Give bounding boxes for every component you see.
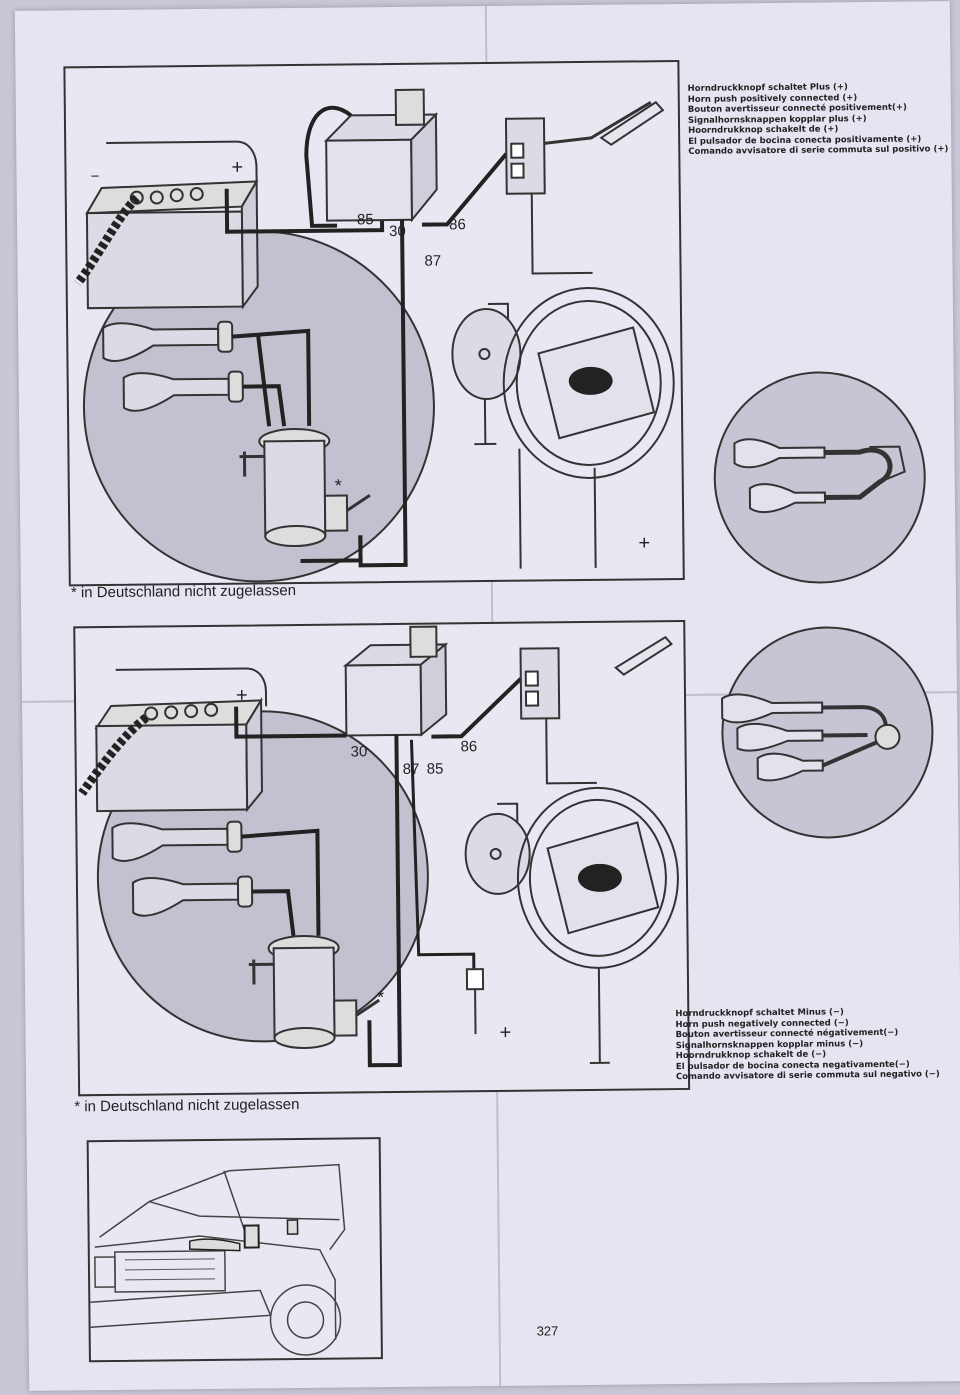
legend-negative-line: Comando avvisatore di serie commuta sul … (675, 1069, 940, 1083)
pin-86-label: 86 (448, 216, 466, 234)
pin-30-label: 30 (389, 222, 406, 241)
ground-plus-label: + (638, 532, 651, 555)
asterisk-label: * (377, 987, 385, 1008)
three-horn-detail (721, 626, 934, 839)
manual-page: − + 85 30 86 87 * + * in Deutschland nic… (14, 1, 960, 1391)
legend-positive-line: Comando avvisatore di serie commuta sul … (688, 144, 949, 157)
battery-plus-label: + (235, 684, 248, 707)
wiring-diagram-positive-drawing (74, 88, 675, 583)
wiring-diagram-positive: − + 85 30 86 87 * + (63, 59, 685, 587)
pin-87-label: 87 (424, 252, 442, 270)
fuse-plus-label: + (499, 1021, 512, 1044)
legend-negative: Horndruckknopf schaltet Minus (−) Horn p… (675, 1006, 940, 1082)
pin-85-label: 85 (356, 211, 374, 229)
battery-plus-label: + (231, 156, 244, 179)
wiring-diagram-negative-drawing (78, 625, 679, 1068)
car-drawing (90, 1163, 346, 1356)
pin-87-label: 87 (402, 760, 420, 778)
battery-minus-label: − (90, 168, 100, 186)
car-installation-illustration (86, 1137, 383, 1363)
page-number: 327 (536, 1323, 559, 1339)
two-horn-detail (713, 371, 926, 584)
note-not-approved-2: * in Deutschland nicht zugelassen (74, 1096, 300, 1116)
asterisk-label: * (334, 475, 342, 496)
pin-85-label: 85 (426, 760, 444, 778)
legend-positive: Horndruckknopf schaltet Plus (+) Horn pu… (688, 81, 949, 157)
note-not-approved-1: * in Deutschland nicht zugelassen (70, 582, 297, 602)
pin-30-label: 30 (350, 743, 368, 761)
wiring-diagram-negative: + 30 87 85 86 * + (73, 619, 691, 1097)
pin-86-label: 86 (460, 738, 478, 756)
